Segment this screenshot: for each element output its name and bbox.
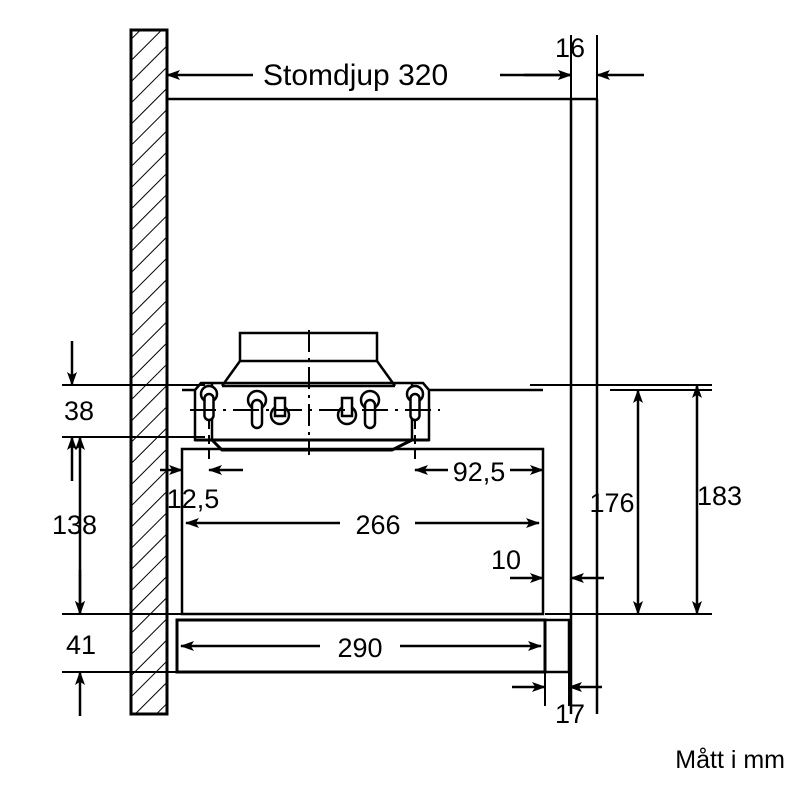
dimension-bottom-height: 41	[66, 570, 96, 716]
unit-note: Mått i mm	[675, 746, 785, 774]
dimension-label-base-width: 290	[337, 633, 382, 663]
dimension-label-rear-offset: 92,5	[453, 457, 506, 487]
dimension-panel-thickness: 16	[524, 33, 644, 80]
dimension-end-cap: 17	[512, 682, 602, 729]
keyhole-slot	[199, 384, 219, 422]
keyhole-slot	[246, 389, 268, 430]
dimension-label-height-inner: 176	[589, 488, 634, 518]
dimension-body-width: 266	[185, 510, 540, 540]
dimension-label-top-offset: 38	[64, 396, 94, 426]
dimension-height-outer: 183	[692, 384, 742, 615]
telescopic-base	[175, 618, 571, 674]
keyhole-slot	[405, 384, 425, 422]
dimension-gap: 10	[491, 545, 604, 583]
mounting-plate-assembly	[182, 330, 543, 463]
keyhole-slot-group	[199, 384, 425, 430]
dimension-height-inner: 176	[589, 389, 643, 615]
dimension-label-bottom-height: 41	[66, 630, 96, 660]
dimension-rear-offset: 92,5	[414, 457, 544, 487]
dimension-base-width: 290	[180, 633, 542, 663]
dimension-mid-height: 138	[52, 436, 97, 615]
dimension-label-cabinet-depth: Stomdjup 320	[263, 59, 448, 92]
dimension-front-inset: 12,5	[160, 465, 243, 514]
dimension-label-front-inset: 12,5	[167, 484, 220, 514]
dimension-top-offset: 38	[64, 341, 94, 481]
dimension-label-panel-thickness: 16	[555, 33, 585, 63]
dimension-label-mid-height: 138	[52, 510, 97, 540]
keyhole-slot	[336, 396, 358, 426]
dimension-label-end-cap: 17	[555, 699, 585, 729]
dimension-label-gap: 10	[491, 545, 521, 575]
mounting-plate	[182, 381, 543, 442]
plate-bottom-flange	[195, 438, 429, 452]
dimension-cabinet-depth: Stomdjup 320	[166, 59, 572, 92]
dimension-label-body-width: 266	[355, 510, 400, 540]
dimension-label-height-outer: 183	[697, 481, 742, 511]
wall-section	[129, 28, 169, 716]
cabinet-outline	[167, 97, 599, 714]
